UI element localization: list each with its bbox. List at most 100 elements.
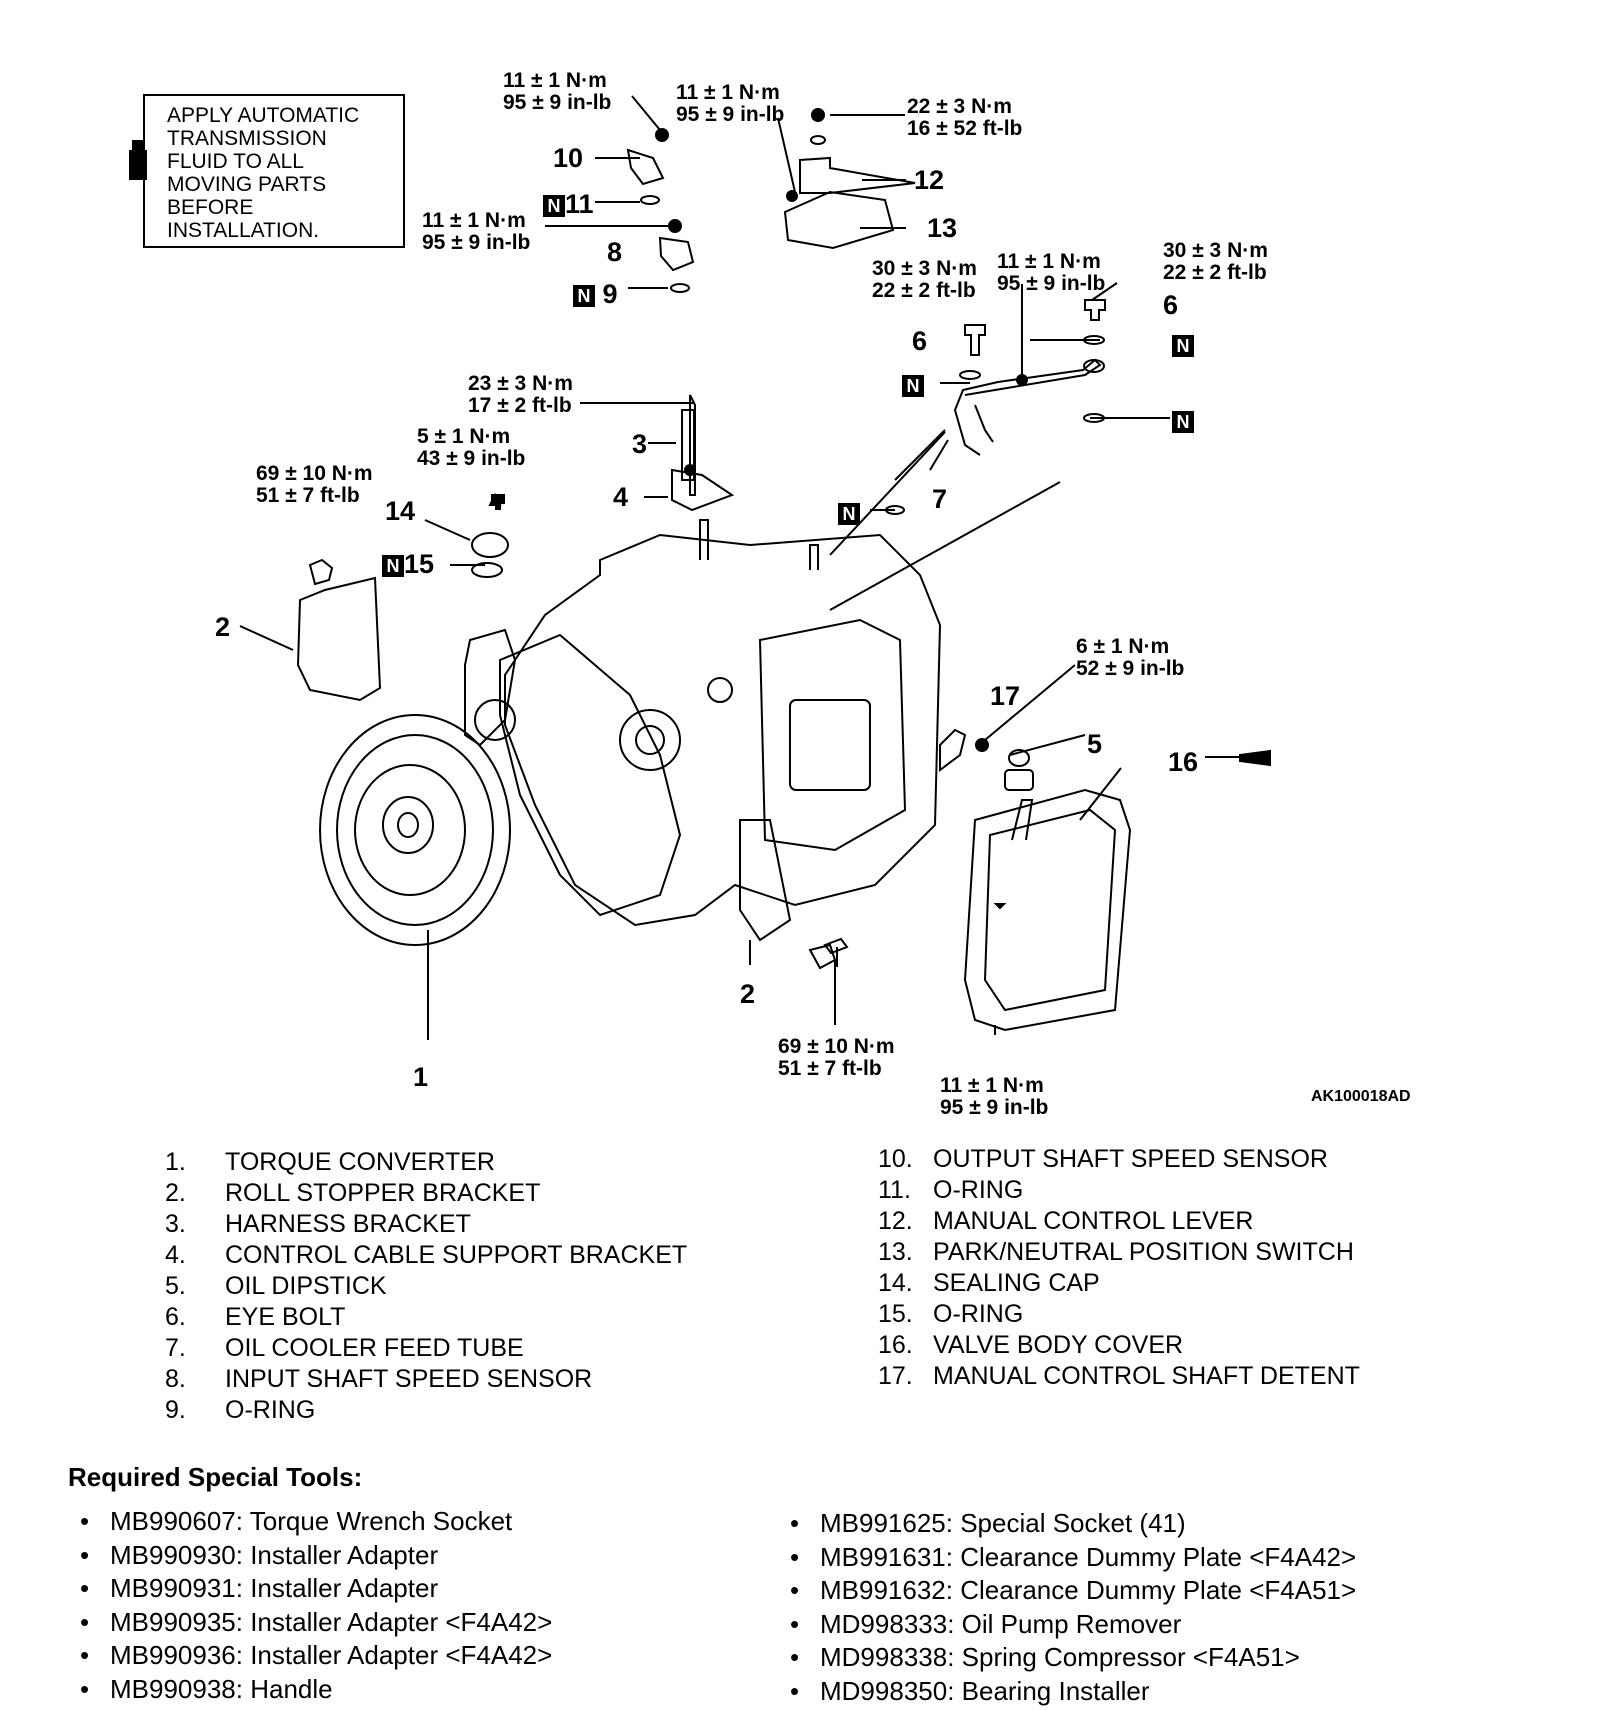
part-name: SEALING CAP xyxy=(933,1269,1100,1297)
torque-label-7: 11 ± 1 N·m 95 ± 9 in-lb xyxy=(997,250,1106,295)
transmission-body xyxy=(464,519,942,970)
callout-6b: 6 xyxy=(1163,290,1179,320)
n-mark-1: N xyxy=(1172,330,1194,358)
torque-label-3: 23 ± 3 N·m 17 ± 2 ft-lb xyxy=(468,372,573,417)
bullet-icon: • xyxy=(80,1506,90,1536)
fluid-bottle-icon xyxy=(129,140,147,180)
part-name: O-RING xyxy=(933,1300,1024,1328)
callout-16: 16 xyxy=(1168,747,1199,777)
part-number: 9. xyxy=(165,1396,186,1424)
tool-item: •MB991625: Special Socket (41) xyxy=(790,1507,1356,1541)
callout-10: 10 xyxy=(553,143,584,173)
callout-2a: 2 xyxy=(215,612,231,642)
parts-list-item: 6. EYE BOLT xyxy=(165,1302,687,1333)
callout-2b: 2 xyxy=(740,979,756,1009)
callout-6a: 6 xyxy=(912,326,928,356)
n-mark-icon: N xyxy=(573,284,595,307)
part-name: INPUT SHAFT SPEED SENSOR xyxy=(225,1365,593,1393)
part-name: VALVE BODY COVER xyxy=(933,1331,1184,1359)
parts-list-item: 9.O-RING xyxy=(165,1395,687,1426)
tool-text: MB990935: Installer Adapter <F4A42> xyxy=(110,1606,553,1637)
figure-code: AK100018AD xyxy=(1311,1088,1411,1105)
bullet-icon: • xyxy=(80,1640,90,1670)
tool-item: • MB991631: Clearance Dummy Plate <F4A42> xyxy=(790,1541,1356,1575)
torque-label-2b: 69 ± 10 N·m 51 ± 7 ft-lb xyxy=(778,1035,895,1080)
parts-list-item: 5.OIL DIPSTICK xyxy=(165,1271,687,1302)
tool-text: MD998333: Oil Pump Remover xyxy=(820,1608,1182,1639)
part-name: CONTROL CABLE SUPPORT BRACKET xyxy=(225,1241,688,1269)
part-name: OIL COOLER FEED TUBE xyxy=(225,1334,524,1362)
bullet-icon: • xyxy=(790,1541,800,1572)
bullet-icon: • xyxy=(80,1573,90,1603)
tool-item: •MB990935: Installer Adapter <F4A42> xyxy=(80,1606,552,1640)
parts-list-item: 8. INPUT SHAFT SPEED SENSOR xyxy=(165,1364,687,1395)
part-number: 14. xyxy=(878,1269,913,1297)
parts-list-item: 1.TORQUE CONVERTER xyxy=(165,1147,687,1178)
torque-label-2a: 69 ± 10 N·m 51 ± 7 ft-lb xyxy=(256,462,373,507)
tool-item: • MD998350: Bearing Installer xyxy=(790,1675,1356,1709)
callout-9: N 9 xyxy=(573,280,618,308)
bullet-icon: • xyxy=(80,1673,90,1704)
tool-text: MB990930: Installer Adapter xyxy=(110,1539,439,1570)
torque-label-12b: 22 ± 3 N·m 16 ± 52 ft-lb xyxy=(907,95,1023,140)
part-name: OUTPUT SHAFT SPEED SENSOR xyxy=(933,1145,1328,1173)
callout-12: 12 xyxy=(914,165,945,195)
parts-list-item: 4.CONTROL CABLE SUPPORT BRACKET xyxy=(165,1240,687,1271)
part-number: 8. xyxy=(165,1365,186,1393)
part-name: ROLL STOPPER BRACKET xyxy=(225,1179,541,1207)
n-mark-4: N xyxy=(838,498,860,526)
part-number: 11. xyxy=(878,1176,911,1204)
part-name: HARNESS BRACKET xyxy=(225,1210,471,1238)
part-number: 12. xyxy=(878,1207,913,1235)
tools-list-left: • MB990607: Torque Wrench Socket • MB990930… xyxy=(80,1505,552,1706)
tools-heading: Required Special Tools: xyxy=(68,1462,363,1492)
parts-list-item: 7. OIL COOLER FEED TUBE xyxy=(165,1333,687,1364)
tool-text: MD998350: Bearing Installer xyxy=(820,1675,1150,1706)
callout-3: 3 xyxy=(632,429,648,459)
torque-converter-drawing xyxy=(319,714,511,946)
bullet-icon: • xyxy=(790,1675,800,1706)
part-number: 6. xyxy=(165,1303,186,1331)
tool-item: • MB990938: Handle xyxy=(80,1673,552,1707)
torque-label-6a: 30 ± 3 N·m 22 ± 2 ft-lb xyxy=(872,257,977,302)
leader-lines xyxy=(239,95,1170,1040)
parts-list-item: 2.ROLL STOPPER BRACKET xyxy=(165,1178,687,1209)
part-name: OIL DIPSTICK xyxy=(225,1272,387,1300)
callout-17: 17 xyxy=(990,681,1021,711)
tool-item: •MB990936: Installer Adapter <F4A42> xyxy=(80,1639,552,1673)
part-number: 7. xyxy=(165,1334,186,1362)
note-text: APPLY AUTOMATIC TRANSMISSION FLUID TO AL… xyxy=(167,104,360,242)
callout-4: 4 xyxy=(613,482,629,512)
part-name: MANUAL CONTROL SHAFT DETENT xyxy=(933,1362,1360,1390)
part-number: 10. xyxy=(878,1145,913,1173)
tool-item: •MD998333: Oil Pump Remover xyxy=(790,1608,1356,1642)
tool-text: MD998338: Spring Compressor <F4A51> xyxy=(820,1642,1300,1672)
tool-text: MB991632: Clearance Dummy Plate <F4A51> xyxy=(820,1575,1357,1605)
torque-label-6b: 30 ± 3 N·m 22 ± 2 ft-lb xyxy=(1163,239,1268,284)
part-name: MANUAL CONTROL LEVER xyxy=(933,1207,1254,1235)
parts-list-item: 15.O-RING xyxy=(878,1299,1360,1330)
bullet-icon: • xyxy=(790,1642,800,1672)
callout-7: 7 xyxy=(932,484,948,514)
tool-item: •MB991632: Clearance Dummy Plate <F4A51> xyxy=(790,1574,1356,1608)
tools-list-right: •MB991625: Special Socket (41)•MB991631:… xyxy=(790,1507,1356,1708)
tool-text: MB990607: Torque Wrench Socket xyxy=(110,1506,513,1536)
parts-list-item: 12. MANUAL CONTROL LEVER xyxy=(878,1206,1360,1237)
tool-text: MB991631: Clearance Dummy Plate <F4A42> xyxy=(820,1541,1357,1572)
part-name: EYE BOLT xyxy=(225,1303,346,1331)
part-name: O-RING xyxy=(933,1176,1024,1204)
tool-text: MB990938: Handle xyxy=(110,1673,333,1704)
torque-label-10: 11 ± 1 N·m 95 ± 9 in-lb xyxy=(503,69,612,114)
tool-text: MB990931: Installer Adapter xyxy=(110,1573,439,1603)
torque-label-14: 5 ± 1 N·m 43 ± 9 in-lb xyxy=(417,425,526,470)
callout-14: 14 xyxy=(385,496,416,526)
torque-label-16: 11 ± 1 N·m 95 ± 9 in-lb xyxy=(940,1074,1049,1119)
part-number: 13. xyxy=(878,1238,913,1266)
tool-item: • MB990607: Torque Wrench Socket xyxy=(80,1505,552,1539)
parts-list-item: 10. OUTPUT SHAFT SPEED SENSOR xyxy=(878,1144,1360,1175)
torque-label-12a: 11 ± 1 N·m 95 ± 9 in-lb xyxy=(676,81,785,126)
bullet-icon: • xyxy=(790,1508,800,1538)
